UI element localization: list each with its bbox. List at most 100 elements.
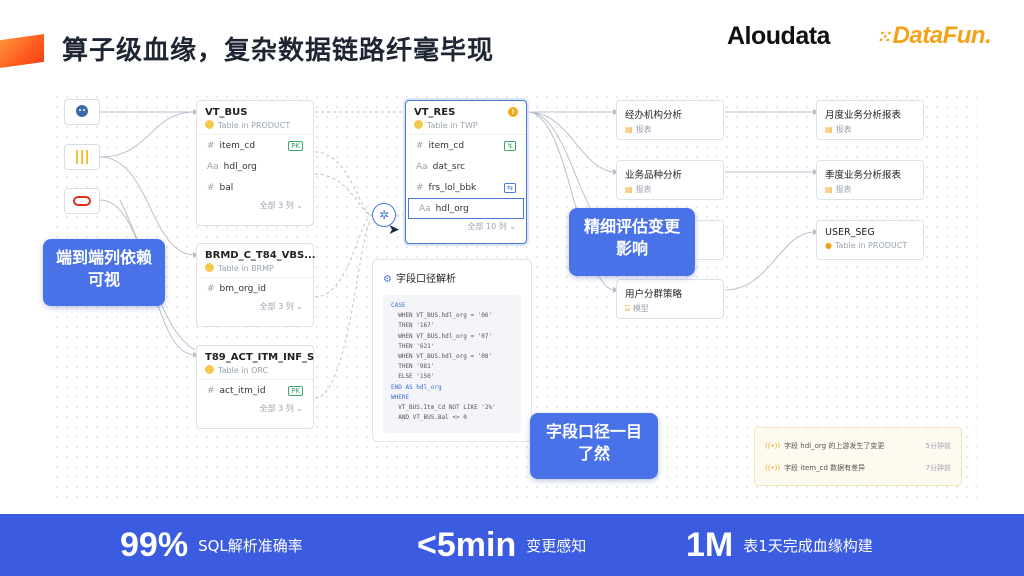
field-row[interactable]: # bal: [197, 177, 313, 198]
callout-lineage: 端到端列依赖可视: [43, 239, 165, 306]
stat-accuracy: 99%SQL解析准确率: [120, 514, 303, 576]
sql-line: THEN '981': [391, 363, 435, 371]
field-name: dat_src: [432, 161, 466, 172]
type-icon: #: [207, 182, 215, 193]
card-t89[interactable]: T89_ACT_ITM_INF_S Table in ORC #act_itm_…: [196, 345, 314, 429]
sql-line: ELSE '150': [391, 373, 435, 381]
postgres-source-icon[interactable]: [64, 99, 100, 125]
card-title: VT_BUS: [205, 107, 248, 118]
cursor-icon: ➤: [388, 222, 400, 238]
field-row[interactable]: #frs_lol_bbk⇆: [406, 177, 526, 198]
pk-badge: PK: [288, 140, 303, 151]
card-subtitle: Table in TWP: [427, 121, 478, 130]
field-row[interactable]: # act_itm_id PK: [197, 380, 313, 401]
show-all-columns[interactable]: 全部 3 列 ⌄: [259, 302, 303, 311]
target-type: Table in PRODUCT: [834, 241, 908, 250]
field-name: act_itm_id: [219, 385, 266, 396]
pk-badge: PK: [288, 385, 303, 396]
target-name: 月度业务分析报表: [825, 110, 902, 121]
target-type: 模型: [632, 304, 649, 313]
target-node[interactable]: 业务品种分析 ▤报表: [616, 160, 724, 200]
sql-line: THEN '167': [391, 322, 435, 330]
field-row[interactable]: #item_cd↯: [406, 135, 526, 156]
field-name: bal: [219, 182, 234, 193]
sql-code: CASE WHEN VT_BUS.hdl_org = '06' THEN '16…: [383, 295, 521, 433]
sql-line: AND VT_BUS.Bal <> 0: [391, 414, 467, 422]
sql-line: THEN '621': [391, 342, 435, 350]
callout-impact: 精细评估变更影响: [569, 208, 695, 276]
show-all-columns[interactable]: 全部 3 列 ⌄: [259, 201, 303, 210]
sql-line: WHEN VT_BUS.hdl_org = '06': [391, 312, 493, 320]
target-node[interactable]: USER_SEG ●Table in PRODUCT: [816, 220, 924, 260]
oracle-source-icon[interactable]: [64, 188, 100, 214]
field-name: bm_org_id: [219, 283, 267, 294]
type-icon: #: [207, 140, 215, 151]
show-all-columns[interactable]: 全部 3 列 ⌄: [259, 404, 303, 413]
table-icon: ●: [825, 241, 832, 250]
card-title: T89_ACT_ITM_INF_S: [205, 352, 315, 363]
datafun-logo: ⁙DataFun.: [876, 22, 992, 49]
field-row[interactable]: # bm_org_id: [197, 278, 313, 299]
title-accent-shape: [0, 34, 44, 68]
card-brmd[interactable]: BRMD_C_T84_VBS... Table in BRMP #bm_org_…: [196, 243, 316, 327]
operator-node-icon[interactable]: ✲: [372, 203, 396, 227]
type-icon: #: [207, 385, 215, 396]
notice-time: 5分钟前: [925, 442, 951, 450]
field-row-selected[interactable]: Aa hdl_org: [408, 198, 524, 219]
warning-icon: !: [508, 107, 518, 117]
target-node[interactable]: 月度业务分析报表 ▤报表: [816, 100, 924, 140]
field-row[interactable]: # item_cd PK: [197, 135, 313, 156]
report-icon: ▤: [625, 125, 633, 134]
model-icon: ⌸: [625, 304, 630, 313]
sql-caliber-panel: ⚙字段口径解析 CASE WHEN VT_BUS.hdl_org = '06' …: [372, 259, 532, 442]
page-title: 算子级血缘，复杂数据链路纤毫毕现: [62, 36, 495, 66]
show-all-columns[interactable]: 全部 10 列 ⌄: [467, 222, 516, 231]
transform-icon: ↯: [504, 140, 516, 151]
stat-label: 变更感知: [526, 536, 587, 555]
type-icon: #: [207, 283, 215, 294]
table-icon: [205, 263, 214, 272]
target-name: 业务品种分析: [625, 170, 683, 181]
sql-line: END AS hdl_org: [391, 383, 442, 391]
field-name: hdl_org: [435, 203, 469, 214]
report-icon: ▤: [625, 185, 633, 194]
notice-text: 字段 hdl_org 的上游发生了变更: [784, 442, 885, 450]
kafka-source-icon[interactable]: |||: [64, 144, 100, 170]
type-icon: #: [416, 182, 424, 193]
table-icon: [205, 365, 214, 374]
field-name: item_cd: [219, 140, 256, 151]
stat-label: 表1天完成血缘构建: [743, 536, 873, 555]
caliber-icon: ⚙: [383, 274, 392, 285]
notice-text: 字段 item_cd 数据有差异: [784, 464, 866, 472]
notice-time: 7分钟前: [925, 464, 951, 472]
type-icon: Aa: [207, 161, 219, 172]
link-icon: ⇆: [504, 182, 516, 193]
sql-panel-title: 字段口径解析: [395, 274, 456, 285]
sql-line: VT_BUS.Itm_Cd NOT LIKE '2%': [391, 404, 496, 412]
target-name: 用户分群策略: [625, 289, 683, 300]
target-node[interactable]: 季度业务分析报表 ▤报表: [816, 160, 924, 200]
sql-line: CASE: [391, 302, 406, 309]
table-icon: [414, 120, 423, 129]
card-subtitle: Table in PRODUCT: [218, 121, 291, 130]
target-node[interactable]: 用户分群策略 ⌸模型: [616, 279, 724, 319]
target-name: 季度业务分析报表: [825, 170, 902, 181]
oracle-icon: [73, 196, 91, 206]
table-icon: [205, 120, 214, 129]
target-type: 报表: [635, 185, 652, 194]
target-type: 报表: [835, 185, 852, 194]
type-icon: #: [416, 140, 424, 151]
target-node[interactable]: 经办机构分析 ▤报表: [616, 100, 724, 140]
type-icon: Aa: [419, 203, 431, 214]
target-type: 报表: [635, 125, 652, 134]
